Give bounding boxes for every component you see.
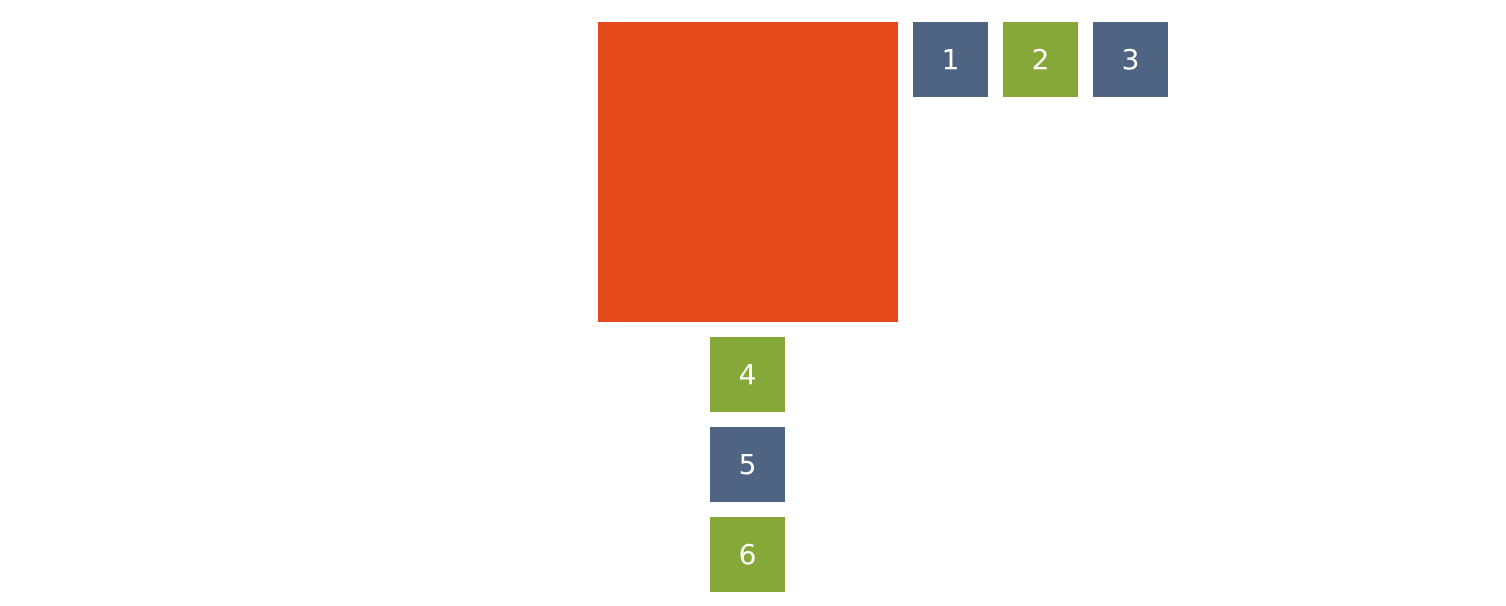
orange-square: [598, 22, 898, 322]
tile-1: 1: [913, 22, 988, 97]
tile-5: 5: [710, 427, 785, 502]
tile-4: 4: [710, 337, 785, 412]
tile-6: 6: [710, 517, 785, 592]
tile-3: 3: [1093, 22, 1168, 97]
tile-2: 2: [1003, 22, 1078, 97]
